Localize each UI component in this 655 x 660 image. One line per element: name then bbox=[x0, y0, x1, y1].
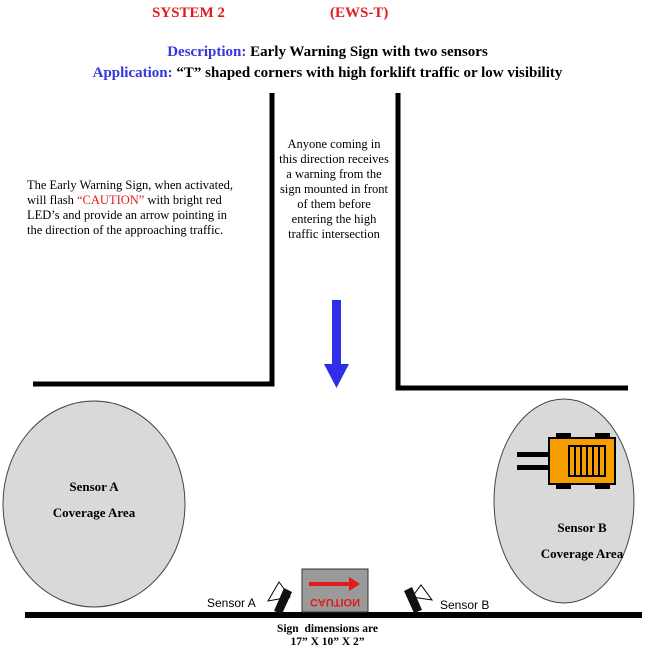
sensor-a-coverage-subtitle: Coverage Area bbox=[52, 505, 136, 520]
traffic-direction-arrow-icon bbox=[324, 300, 349, 388]
right-corridor-wall bbox=[395, 93, 628, 391]
sign-dimensions-value: 17” X 10” X 2” bbox=[290, 636, 365, 648]
sensor-b-icon bbox=[404, 584, 434, 613]
sensor-a-coverage-title: Sensor A bbox=[69, 479, 119, 494]
application-line: Application: “T” shaped corners with hig… bbox=[0, 65, 655, 82]
sign-behavior-text-start: The Early Warning Sign, when activated, … bbox=[27, 178, 233, 207]
sensor-a-label: Sensor A bbox=[207, 596, 256, 610]
caution-word: “CAUTION” bbox=[77, 193, 145, 207]
caution-sign: CAUTION bbox=[301, 568, 369, 613]
sensor-b-coverage-label: Sensor B Coverage Area bbox=[527, 515, 637, 567]
sign-dimensions-title: Sign dimensions are bbox=[276, 623, 379, 635]
sensor-b-label: Sensor B bbox=[440, 598, 490, 612]
description-text: Early Warning Sign with two sensors bbox=[250, 44, 488, 60]
application-text: “T” shaped corners with high forklift tr… bbox=[176, 65, 563, 81]
sensor-a-icon bbox=[267, 581, 292, 614]
approach-warning-note: Anyone coming in this direction receives… bbox=[279, 137, 389, 241]
application-label: Application: bbox=[92, 65, 173, 81]
sensor-b-coverage-subtitle: Coverage Area bbox=[540, 546, 624, 561]
sensor-b-coverage-area bbox=[493, 398, 635, 604]
description-label: Description: bbox=[167, 44, 247, 60]
left-corridor-wall bbox=[33, 93, 275, 387]
sign-dimensions: Sign dimensions are 17” X 10” X 2” bbox=[0, 623, 655, 649]
system-title: SYSTEM 2 bbox=[152, 5, 225, 21]
sign-behavior-text-end: with bright red LED’s and provide an arr… bbox=[27, 193, 227, 237]
system-code: (EWS-T) bbox=[330, 5, 389, 21]
sign-behavior-note: The Early Warning Sign, when activated, … bbox=[27, 178, 242, 238]
caution-sign-text: CAUTION bbox=[310, 596, 360, 608]
floor-line bbox=[25, 612, 642, 618]
sensor-b-coverage-title: Sensor B bbox=[557, 520, 607, 535]
sensor-a-coverage-label: Sensor A Coverage Area bbox=[44, 474, 144, 526]
forklift-icon bbox=[517, 433, 616, 489]
description-line: Description: Early Warning Sign with two… bbox=[0, 44, 655, 61]
caution-arrow-icon bbox=[309, 577, 360, 591]
sensor-a-coverage-area bbox=[2, 400, 186, 608]
